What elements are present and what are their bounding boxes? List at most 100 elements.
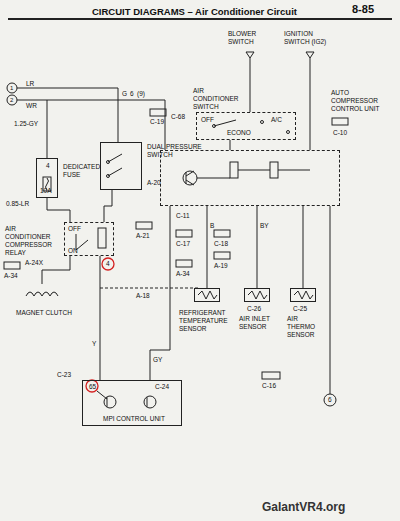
supply-wire — [17, 88, 118, 142]
connector-id: C-17 — [176, 240, 190, 248]
relay-box: AIR CONDITIONER COMPRESSOR RELAYA-24XOFF… — [64, 222, 114, 256]
node-text: 65 — [89, 383, 96, 391]
connector-icon — [214, 230, 230, 237]
wire-color: BY — [260, 222, 269, 230]
switch-symbol: BLOWER SWITCH — [240, 52, 260, 64]
transistor-symbol — [186, 172, 187, 184]
pin-number: 6 — [130, 90, 134, 98]
supply-wire — [17, 100, 165, 150]
connector-icon — [176, 260, 192, 267]
node-text: OFF — [201, 116, 214, 124]
connector-id: A-19 — [214, 262, 228, 270]
pressure-switch-box: DUAL PRESSURE SWITCHA-20 — [100, 142, 142, 190]
internal-wire — [238, 170, 270, 171]
control-unit-box: AUTO COMPRESSOR CONTROL UNITC-10 — [160, 150, 340, 206]
component-name: AIR INLET SENSOR — [239, 315, 279, 331]
pin-number: (9) — [137, 90, 145, 98]
switch-lever — [214, 120, 236, 126]
transistor-symbol — [186, 180, 194, 185]
pin-number: 4 — [106, 260, 110, 268]
wire-spec: 0.85-LR — [6, 200, 29, 208]
wire — [257, 206, 258, 288]
node-text: C-26 — [247, 305, 261, 313]
component-name: AUTO COMPRESSOR CONTROL UNIT — [331, 89, 395, 113]
contact-point — [107, 175, 110, 178]
component-name: AIR CONDITIONER SWITCH — [193, 87, 245, 111]
component-name: AIR CONDITIONER COMPRESSOR RELAY — [5, 225, 61, 257]
page-title: CIRCUIT DIAGRAMS – Air Conditioner Circu… — [92, 6, 297, 17]
connector-icon — [332, 118, 348, 125]
ground-number: 6 — [328, 396, 332, 404]
node-text: C-24 — [155, 383, 169, 391]
sensor-box: AIR INLET SENSORC-26 — [244, 288, 270, 302]
contact-point — [107, 161, 110, 164]
node-text: A-20 — [147, 179, 161, 187]
sensor-box: REFRIGERANT TEMPERATURE SENSOR — [194, 288, 220, 302]
relay-coil — [98, 228, 106, 248]
wire-color: G — [122, 90, 127, 98]
page-number: 8-85 — [352, 3, 374, 16]
sensor-element — [248, 291, 267, 299]
terminal-circle — [7, 83, 17, 93]
fuse-wire — [47, 100, 48, 158]
connector-id: A-34 — [176, 270, 190, 278]
watermark: GalantVR4.org — [262, 500, 345, 514]
component-name: AIR THERMO SENSOR — [287, 315, 327, 339]
wire-color: B — [210, 222, 214, 230]
switch-symbol — [246, 52, 254, 58]
internal-wire — [197, 178, 230, 179]
connector-icon — [150, 109, 166, 116]
pressure-switch-contact — [108, 154, 122, 162]
component-name: MAGNET CLUTCH — [16, 309, 72, 317]
wire — [310, 64, 311, 150]
node-text: A-24X — [25, 259, 43, 267]
wire — [150, 206, 170, 380]
clutch-symbol: MAGNET CLUTCH — [22, 284, 62, 306]
wire — [42, 256, 70, 284]
resistor-symbol — [230, 162, 238, 178]
connector-icon — [4, 262, 20, 269]
connector-icon — [262, 372, 280, 379]
wire — [104, 190, 112, 222]
transistor-symbol — [186, 171, 194, 176]
resistor-symbol — [270, 162, 278, 178]
wire-color: GY — [153, 356, 162, 364]
wire — [100, 256, 101, 380]
node-text: ECONO — [227, 129, 251, 137]
wire — [303, 206, 304, 288]
switch-symbol — [306, 52, 314, 58]
component-name: BLOWER SWITCH — [228, 30, 272, 46]
connector-icon — [176, 230, 192, 237]
wire-color: LR — [26, 80, 34, 88]
clutch-coil — [26, 292, 58, 296]
node-text: C-10 — [333, 129, 347, 137]
terminal-number: 1 — [10, 84, 13, 92]
node-text: C-68 — [171, 113, 185, 121]
terminal-number: 2 — [10, 96, 13, 104]
wire — [47, 198, 70, 222]
highlight-circle — [102, 258, 114, 270]
node-text: 4 — [46, 162, 50, 170]
transistor-symbol — [144, 396, 156, 408]
internal-wire — [97, 391, 107, 399]
switch-symbol — [310, 58, 311, 64]
sensor-box: AIR THERMO SENSORC-25 — [290, 288, 316, 302]
highlight-circle — [86, 380, 98, 392]
component-name: REFRIGERANT TEMPERATURE SENSOR — [179, 309, 233, 333]
switch-symbol — [250, 58, 251, 64]
connector-id: A-18 — [136, 292, 150, 300]
terminal-circle — [7, 95, 17, 105]
ground-circle — [324, 394, 336, 406]
wire — [207, 206, 208, 288]
fuse-box: DEDICATED FUSE410A — [36, 158, 58, 198]
wire — [230, 140, 231, 150]
component-name: DEDICATED FUSE — [63, 163, 99, 179]
transistor-symbol — [183, 171, 197, 185]
transistor-symbol — [147, 397, 148, 407]
component-name: C-23 — [57, 371, 71, 379]
wire — [250, 64, 251, 112]
contact-point — [287, 131, 290, 134]
